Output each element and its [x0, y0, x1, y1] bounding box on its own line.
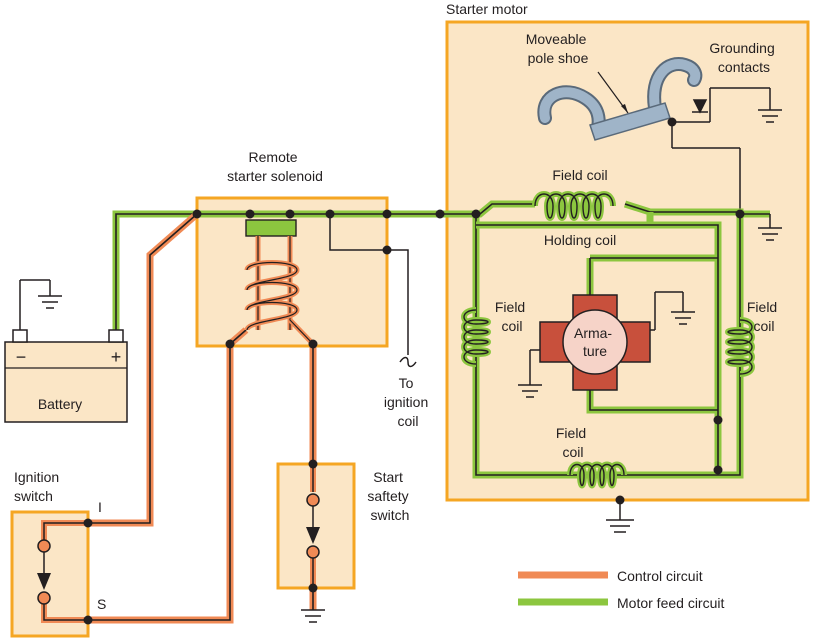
armature-icon [518, 291, 695, 398]
field-coil-left-label: Field coil [495, 299, 529, 334]
field-coil-top-label: Field coil [552, 167, 607, 183]
motor-node [735, 209, 745, 219]
ground-icon [758, 109, 782, 123]
motor-node [713, 415, 723, 425]
ignition-node [83, 615, 93, 625]
field-coil-bottom-label: Field coil [556, 425, 590, 460]
armature-label: Arma- ture [574, 325, 616, 359]
contact-node [667, 117, 677, 127]
solenoid-node [435, 209, 445, 219]
ignition-switch-label: Ignition switch [14, 469, 63, 504]
solenoid-node [225, 339, 235, 349]
motor-node [713, 465, 723, 475]
battery-label: Battery [38, 396, 82, 412]
starter-motor-label: Starter motor [446, 1, 528, 17]
ground-icon [758, 214, 782, 241]
battery-plus-label: + [111, 347, 122, 367]
remote-starter-solenoid-label: Remote starter solenoid [227, 149, 323, 184]
terminal-i-label: I [98, 499, 102, 515]
legend: Control circuit Motor feed circuit [518, 568, 724, 611]
field-coil-left-icon [461, 307, 491, 367]
to-ignition-coil-label: To ignition coil [384, 375, 432, 429]
legend-control-label: Control circuit [617, 568, 703, 584]
ignition-coil-wire [329, 214, 417, 368]
solenoid-node [382, 209, 392, 219]
moveable-pole-shoe-label: Moveable pole shoe [526, 31, 591, 66]
field-coil-top-icon [532, 191, 616, 221]
solenoid-node [308, 339, 318, 349]
safety-node [308, 459, 318, 469]
field-coil-bottom-icon [567, 461, 627, 489]
solenoid-node [285, 209, 295, 219]
ground-icon [301, 609, 325, 623]
ignition-node [83, 518, 93, 528]
control-circuit-wiring [88, 211, 317, 624]
field-coil-right-icon [725, 317, 755, 377]
grounding-contacts-label: Grounding contacts [709, 40, 778, 75]
moveable-pole-shoe-icon [537, 57, 703, 141]
ground-icon [606, 500, 634, 533]
motor-node [471, 209, 481, 219]
solenoid-node [192, 209, 202, 219]
start-safety-switch-label: Start saftety switch [367, 469, 412, 523]
battery-icon [4, 279, 128, 423]
ignition-switch-contacts [37, 520, 88, 623]
holding-coil-label: Holding coil [544, 232, 616, 248]
legend-motor-feed-label: Motor feed circuit [617, 595, 724, 611]
safety-node [308, 583, 318, 593]
field-coil-right-label: Field coil [747, 299, 781, 334]
terminal-s-label: S [97, 596, 106, 612]
battery-minus-label: − [16, 347, 27, 367]
solenoid-node [245, 209, 255, 219]
start-safety-switch-contacts [306, 464, 320, 588]
